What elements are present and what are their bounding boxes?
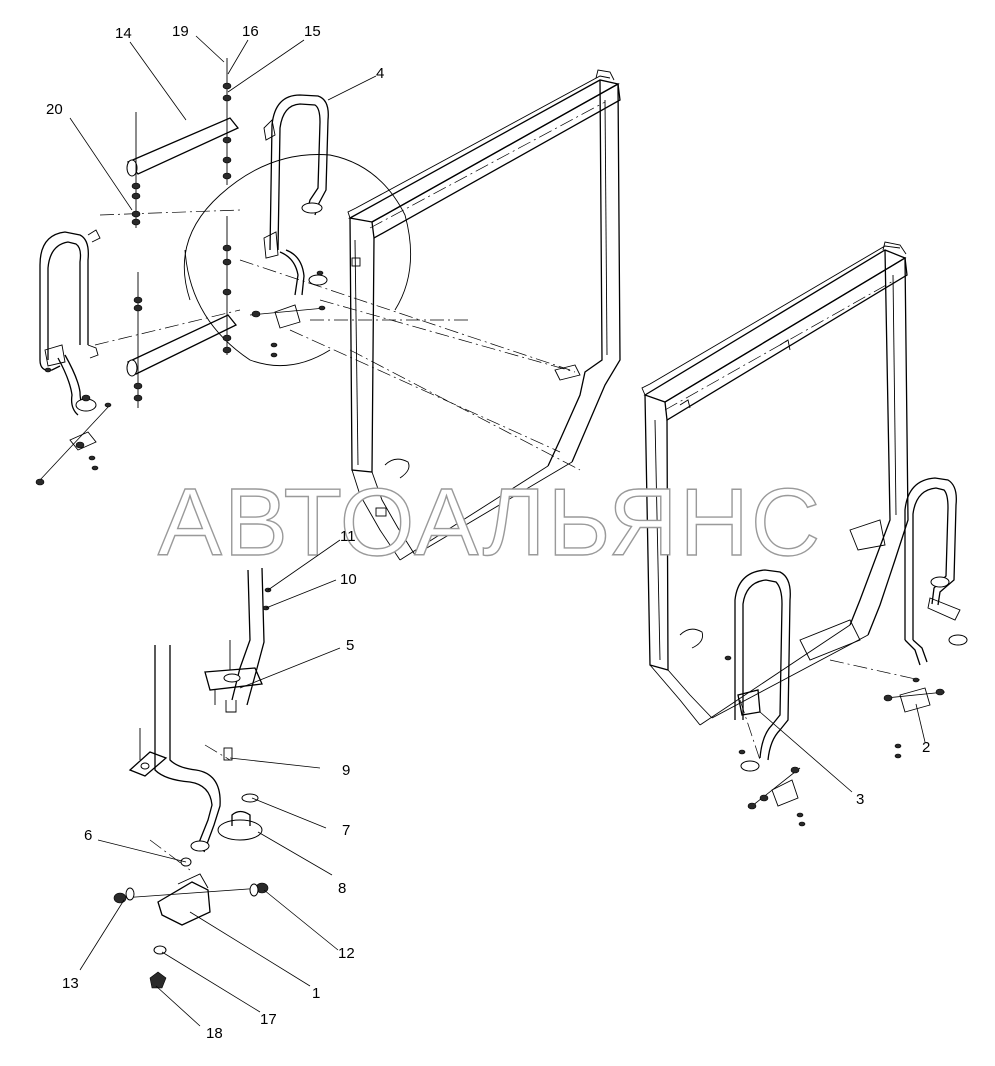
handrail-item-3-right bbox=[724, 569, 806, 827]
callout-leaders bbox=[69, 35, 926, 1027]
callout-13: 13 bbox=[62, 975, 79, 992]
detail-mount-7-8 bbox=[217, 793, 263, 841]
callout-11: 11 bbox=[340, 528, 356, 545]
rotation-arc bbox=[183, 154, 412, 311]
callout-2: 2 bbox=[922, 739, 930, 756]
callout-8: 8 bbox=[338, 880, 346, 897]
callout-5: 5 bbox=[346, 637, 354, 654]
callout-4: 4 bbox=[376, 65, 384, 82]
rotation-arc-lower bbox=[184, 249, 331, 367]
handrail-item-4 bbox=[249, 94, 329, 358]
callout-3: 3 bbox=[856, 791, 864, 808]
callout-9: 9 bbox=[342, 762, 350, 779]
handrail-item-2-right bbox=[883, 477, 968, 759]
cab-frame-front bbox=[641, 241, 909, 726]
watermark-text: АВТОАЛЬЯНС bbox=[158, 469, 822, 576]
bolt-stacks bbox=[131, 58, 232, 408]
callout-19: 19 bbox=[172, 23, 189, 40]
callout-7: 7 bbox=[342, 822, 350, 839]
detail-handrail-3 bbox=[128, 645, 221, 853]
callout-labels: 14 19 16 15 4 20 11 10 5 9 7 8 6 12 13 1… bbox=[46, 23, 930, 1042]
callout-1: 1 bbox=[312, 985, 320, 1002]
callout-18: 18 bbox=[206, 1025, 223, 1042]
callout-17: 17 bbox=[260, 1011, 277, 1028]
callout-12: 12 bbox=[338, 945, 355, 962]
alignment-center-lines bbox=[94, 101, 921, 871]
callout-14: 14 bbox=[115, 25, 132, 42]
crossbar-tubes bbox=[126, 117, 240, 377]
callout-20: 20 bbox=[46, 101, 63, 118]
detail-bracket-1 bbox=[113, 857, 269, 989]
callout-6: 6 bbox=[84, 827, 92, 844]
callout-10: 10 bbox=[340, 571, 357, 588]
cab-frame-rear bbox=[347, 69, 621, 561]
handrail-left-upper bbox=[35, 229, 112, 486]
callout-16: 16 bbox=[242, 23, 259, 40]
callout-15: 15 bbox=[304, 23, 321, 40]
detail-handrail-5 bbox=[204, 567, 272, 761]
